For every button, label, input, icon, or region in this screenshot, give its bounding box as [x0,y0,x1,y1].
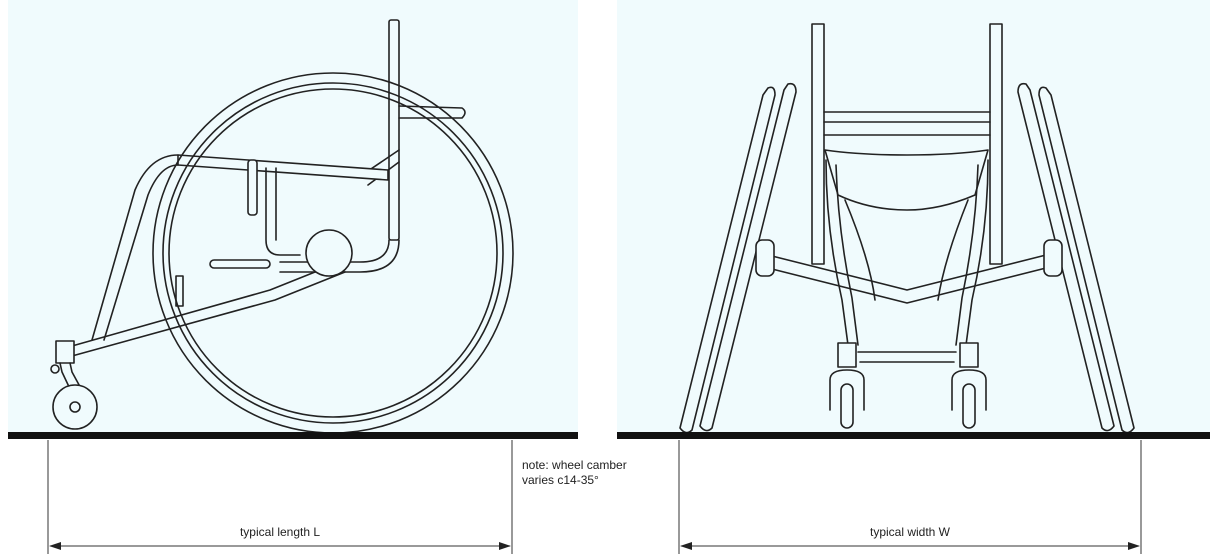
axle-tube [767,254,1047,304]
push-handle [398,105,466,119]
inner-frame [844,199,969,301]
footrest [857,351,957,363]
caster-pivot [50,364,60,374]
right-caster-housing [959,342,979,368]
wheelchair-side-view [50,19,514,434]
dimension-lines [47,440,1142,554]
left-wheel-outer [679,86,776,434]
caster-housing [55,340,75,364]
camber-note-line2: varies c14-35° [522,473,599,487]
wheelchair-front-view [679,23,1135,434]
right-frame-tube [955,159,989,346]
floor-left [8,432,578,439]
floor-right [617,432,1210,439]
length-label: typical length L [240,525,320,539]
left-axle-hub [755,239,775,277]
right-wheel-inner [1038,86,1135,434]
right-axle-hub [1043,239,1063,277]
rear-frame [279,239,400,273]
main-frame [91,154,179,341]
seat-hanger [265,167,301,256]
camber-note: note: wheel camber varies c14-35° [522,458,627,488]
seat-post [247,159,258,216]
right-caster-fork [951,369,987,411]
side-view-panel [8,0,578,432]
width-label: typical width W [870,525,951,539]
axle-hub [305,229,353,277]
seat-sling [824,149,989,211]
backrest-post [388,19,400,241]
caster-hub [69,401,81,413]
footrest-post [175,275,184,307]
backrest-bars [823,111,991,136]
footrest [209,259,271,269]
left-frame-tube [825,159,859,346]
left-wheel-inner [699,82,797,432]
rear-wheel-handrim [168,88,498,418]
seat [177,154,389,181]
left-caster-wheel [840,383,854,429]
right-caster-wheel [962,383,976,429]
left-caster-fork [829,369,865,411]
left-back-post [811,23,825,265]
right-back-post [989,23,1003,265]
right-wheel-outer [1017,82,1115,432]
camber-note-line1: note: wheel camber [522,458,627,472]
left-caster-housing [837,342,857,368]
rear-wheel-inner [162,82,504,424]
caster-wheel [52,384,98,430]
